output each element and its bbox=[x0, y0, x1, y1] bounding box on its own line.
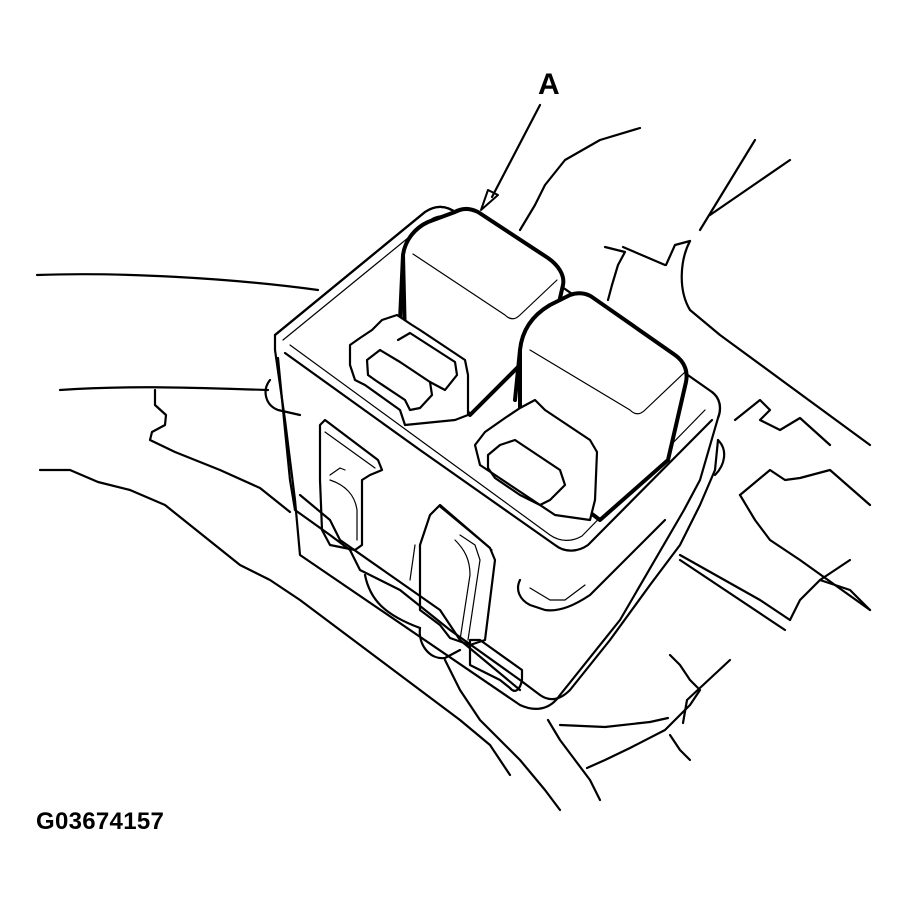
background-harness bbox=[35, 126, 872, 812]
front-latch-left bbox=[318, 418, 384, 552]
connector-socket-right bbox=[473, 398, 599, 522]
connector-socket-left bbox=[348, 313, 470, 427]
callout-label-a: A bbox=[538, 68, 560, 101]
callout-arrow-a bbox=[480, 103, 542, 211]
front-latch-right bbox=[409, 503, 497, 647]
figure-id: G03674157 bbox=[36, 808, 165, 835]
